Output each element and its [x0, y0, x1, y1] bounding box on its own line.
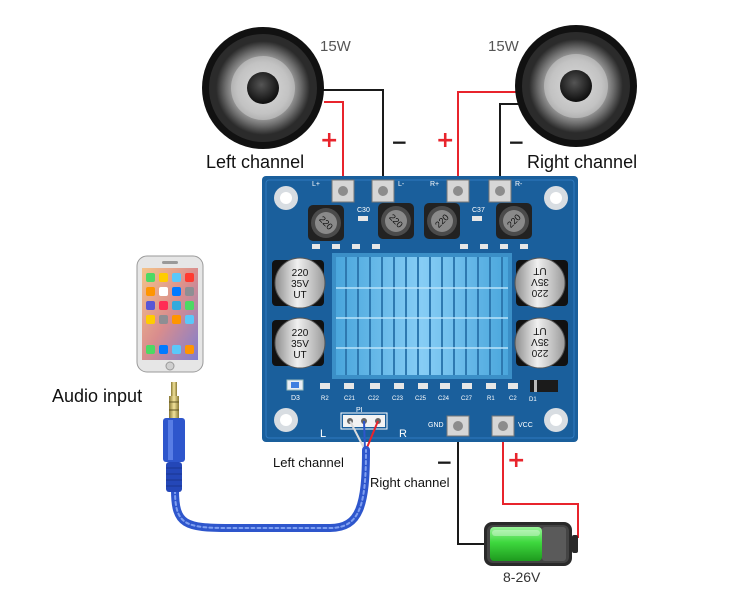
terminal-label-l-minus: L- — [398, 181, 405, 188]
cap-tl-voltage: 35V — [291, 279, 309, 290]
cap-br-brand: UT — [533, 325, 546, 336]
ref-r1: R1 — [487, 396, 495, 402]
cap-ref-c30: C30 — [357, 207, 370, 214]
left-minus-wire — [316, 89, 384, 183]
speaker-wires — [316, 89, 524, 183]
cap-tr-value: 220 — [531, 287, 548, 298]
cap-br-voltage: 35V — [531, 336, 549, 347]
header-label: PI — [356, 407, 363, 414]
cap-tl-brand: UT — [293, 290, 306, 301]
header-l-label: L — [320, 428, 326, 440]
right-minus-wire — [499, 103, 524, 183]
cap-tl-value: 220 — [292, 268, 309, 279]
gnd-label: GND — [428, 422, 444, 429]
cap-tr-voltage: 35V — [531, 276, 549, 287]
amplifier-board: L+ L- R+ R- 220 220 220 220 C30 C37 — [262, 176, 578, 442]
left-plus-wire — [324, 101, 344, 183]
inductors: 220 220 220 220 — [308, 203, 532, 241]
ref-c21: C21 — [344, 396, 356, 402]
terminal-label-r-minus: R- — [515, 181, 523, 188]
audio-cable — [171, 446, 370, 532]
electrolytic-capacitors: 220 35V UT 220 35V UT 220 35V UT 220 35V… — [272, 257, 568, 369]
vcc-plus-sign: + — [507, 448, 526, 473]
smartphone — [136, 255, 204, 373]
right-plus-sign: + — [436, 128, 455, 153]
right-speaker — [515, 25, 637, 147]
audio-jack-plug — [163, 382, 185, 492]
cap-ref-c37: C37 — [472, 207, 485, 214]
gnd-wire — [457, 432, 484, 545]
bottom-smd-row — [320, 383, 518, 389]
component-refs: R2 C21 C22 C23 C25 C24 C27 R1 C2 D1 — [321, 396, 537, 403]
right-speaker-power: 15W — [488, 38, 519, 55]
cap-bl-voltage: 35V — [291, 339, 309, 350]
power-terminals: GND VCC — [428, 415, 533, 437]
ref-c22: C22 — [368, 396, 380, 402]
smd-components — [312, 216, 528, 249]
power-led: D3 — [286, 379, 304, 402]
left-plus-sign: + — [320, 128, 339, 153]
audio-input-wires — [349, 420, 379, 451]
right-plus-wire — [457, 91, 522, 183]
terminal-label-r-plus: R+ — [430, 181, 439, 188]
ref-r2: R2 — [321, 396, 329, 402]
ref-c23: C23 — [392, 396, 404, 402]
right-channel-label: Right channel — [527, 152, 638, 172]
vcc-label: VCC — [518, 422, 533, 429]
mounting-holes — [274, 186, 568, 432]
input-left-channel-label: Left channel — [273, 455, 344, 470]
left-speaker-power: 15W — [320, 38, 351, 55]
battery-voltage-label: 8-26V — [503, 569, 541, 585]
heatsink — [332, 253, 512, 379]
ref-c25: C25 — [415, 396, 427, 402]
ref-c2: C2 — [509, 396, 517, 402]
ref-c24: C24 — [438, 396, 450, 402]
cap-br-value: 220 — [531, 347, 548, 358]
cap-bl-value: 220 — [292, 328, 309, 339]
app-icons — [146, 273, 194, 354]
left-speaker — [202, 27, 324, 149]
output-terminals: L+ L- R+ R- — [312, 179, 523, 203]
input-right-channel-label: Right channel — [370, 475, 450, 490]
cap-tr-brand: UT — [533, 265, 546, 276]
gnd-minus-sign: − — [436, 450, 453, 474]
terminal-label-l-plus: L+ — [312, 181, 320, 188]
cap-bl-brand: UT — [293, 350, 306, 361]
audio-input-label: Audio input — [52, 386, 143, 406]
ref-d1: D1 — [529, 397, 537, 403]
left-minus-sign: − — [391, 130, 408, 154]
led-label: D3 — [291, 395, 300, 402]
header-r-label: R — [399, 428, 407, 440]
left-channel-label: Left channel — [206, 152, 305, 172]
battery — [484, 522, 578, 566]
right-minus-sign: − — [508, 130, 525, 154]
ref-c27: C27 — [461, 396, 473, 402]
